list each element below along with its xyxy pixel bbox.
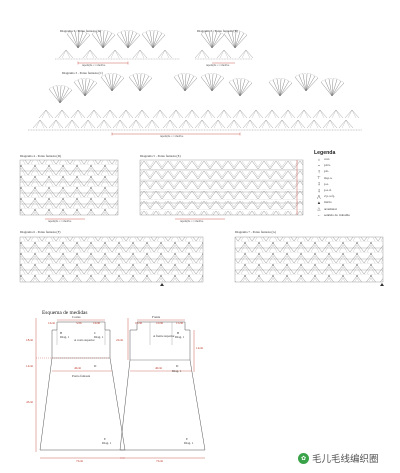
legend-label: p.b.: [324, 169, 330, 174]
legend-item: ‡p.a.: [314, 181, 394, 187]
front-center-block: A frente superior: [153, 334, 175, 338]
back-center-block: A costa superior: [74, 338, 95, 342]
legend-symbol-icon: △: [317, 206, 321, 212]
legend: Legenda ○corr.•p.bx.†p.b.⊤m.p.a.‡p.a.‡p.…: [314, 150, 394, 218]
legend-item: ○corr.: [314, 156, 394, 162]
back-piece-label: Costas: [72, 315, 81, 319]
back-block-b-code: B: [60, 331, 63, 335]
front-bottom-code: E: [186, 437, 188, 441]
diagram-5-title: Diagrama 5 - Ponto fantasia (E): [140, 154, 181, 158]
diagram-7-title: Diagrama 7 - Ponto fantasia (G): [235, 230, 276, 234]
legend-item: ←sentido do trabalho: [314, 212, 394, 218]
back-mid-code: D: [94, 364, 97, 368]
legend-symbol-icon: ⋀: [317, 193, 321, 199]
diagram-6-chart: [19, 236, 204, 286]
legend-symbol-icon: ○: [317, 156, 321, 162]
diagram-4-repeat-note: repetição = 1 motivo: [48, 220, 72, 223]
back-mid-sub: Ponto fantasia: [72, 374, 91, 378]
legend-symbol-icon: ▲: [316, 199, 322, 205]
schematic-back-piece: [35, 318, 126, 459]
back-left-top: 18cm: [26, 338, 34, 342]
legend-label: sentido do trabalho: [324, 212, 350, 217]
front-mid-code: D: [176, 364, 179, 368]
legend-item: ▲início: [314, 199, 394, 205]
legend-label: arrematar: [324, 206, 337, 211]
front-piece-label: Frente: [152, 315, 161, 319]
diagram-5-chart: [139, 159, 304, 220]
legend-symbol-icon: ‡: [317, 181, 321, 187]
diagram-1-chart: [55, 30, 180, 65]
legend-label: p.bx.: [324, 163, 331, 168]
legend-item: △arrematar: [314, 206, 394, 212]
front-block-b-sub: Diag. 1: [175, 335, 185, 339]
watermark-text: 毛儿毛线编织圈: [312, 454, 379, 465]
legend-item: ⋀2 p.a.f.j.: [314, 193, 394, 199]
legend-item: ‡p.a.d.: [314, 187, 394, 193]
diagram-1-repeat-note: repetição = 1 motivo: [82, 64, 106, 67]
front-block-b-code: B: [177, 331, 180, 335]
front-bottom-sub: Diag. 1: [184, 441, 194, 445]
front-top-seg-3: 15cm: [176, 321, 184, 325]
back-bottom-code: E: [104, 437, 106, 441]
diagram-1-title: Diagrama 1 - Ponto fantasia (A): [60, 29, 101, 33]
legend-item: • p.bx.: [314, 162, 394, 168]
legend-symbol-icon: ⊤: [317, 175, 321, 181]
front-top-seg-2: 10cm: [156, 321, 164, 325]
back-block-b-sub: Diag. 1: [60, 335, 70, 339]
legend-title: Legenda: [314, 150, 336, 156]
legend-label: corr.: [324, 157, 331, 162]
front-mid-width: 40cm: [155, 366, 163, 370]
diagram-2-title: Diagrama 2 - Ponto fantasia (B): [197, 29, 238, 33]
diagram-4-title: Diagrama 4 - Ponto fantasia (D): [20, 154, 61, 158]
front-right-top: 14cm: [196, 346, 204, 350]
watermark: ✿ 毛儿毛线编织圈: [298, 451, 379, 465]
wechat-icon: ✿: [298, 452, 309, 464]
schematic-front-piece: [119, 318, 206, 459]
back-bottom-sub: Diag. 1: [102, 441, 112, 445]
legend-label: m.p.a.: [324, 175, 333, 180]
back-top-seg-1: 16cm: [48, 321, 56, 325]
diagram-5-repeat-note: repetição = 1 motivo: [180, 220, 204, 223]
back-block-c-sub: Diag. 1: [94, 335, 104, 339]
diagram-3-repeat-note: repetição = 1 motivo: [160, 135, 184, 138]
legend-item: ⊤m.p.a.: [314, 175, 394, 181]
legend-label: p.a.: [324, 181, 329, 186]
diagram-2-chart: [194, 30, 254, 64]
legend-label: p.a.d.: [324, 188, 332, 193]
schematic-title: Esquema de medidas: [42, 310, 88, 316]
front-bottom-width: 72cm: [156, 459, 164, 463]
diagram-7-chart: [234, 236, 384, 286]
legend-symbol-icon: •: [318, 162, 320, 168]
back-mid-width: 46cm: [74, 366, 82, 370]
legend-label: 2 p.a.f.j.: [324, 194, 336, 199]
diagram-4-chart: [19, 159, 119, 220]
back-bottom-width: 72cm: [76, 459, 84, 463]
legend-symbol-icon: ←: [316, 212, 322, 218]
back-top-seg-2: 5cm: [76, 321, 82, 325]
diagram-2-repeat-note: repetição = 1 motivo: [206, 64, 230, 67]
back-block-c-code: C: [94, 331, 97, 335]
diagram-6-title: Diagrama 6 - Ponto fantasia (F): [20, 230, 61, 234]
front-left-top: 22cm: [116, 338, 124, 342]
legend-symbol-icon: ‡: [317, 187, 321, 193]
legend-item: †p.b.: [314, 168, 394, 174]
diagram-3-chart: [28, 73, 362, 136]
legend-symbol-icon: †: [317, 168, 321, 174]
back-left-mid: 14cm: [26, 364, 34, 368]
legend-list: ○corr.•p.bx.†p.b.⊤m.p.a.‡p.a.‡p.a.d.⋀2 p…: [314, 156, 394, 218]
back-top-seg-3: 16cm: [93, 321, 101, 325]
back-left-bottom: 43cm: [26, 400, 34, 404]
front-mid-sub: Diag. 1: [172, 369, 182, 373]
front-top-seg-1: 15cm: [135, 321, 143, 325]
legend-label: início: [324, 200, 332, 205]
diagram-3-title: Diagrama 3 - Ponto fantasia (C): [62, 71, 103, 75]
